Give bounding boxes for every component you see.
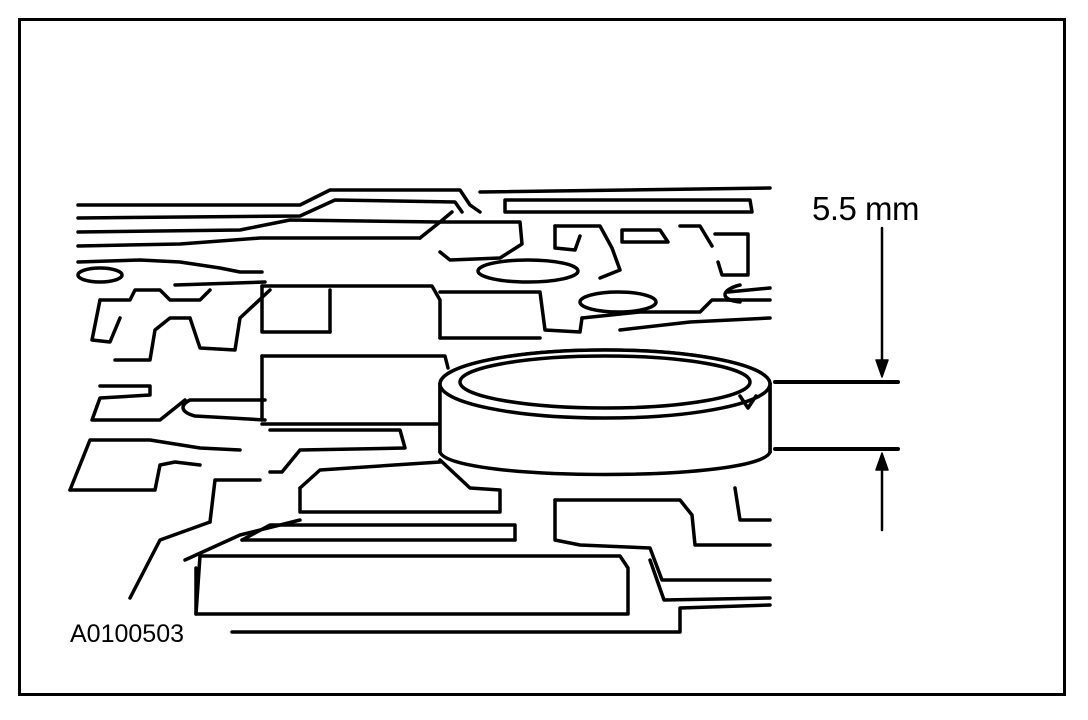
dimension-lines (773, 226, 900, 532)
lower-right-passages (553, 486, 772, 602)
middle-pockets (181, 284, 772, 634)
arrow-down-icon (875, 359, 889, 378)
figure-id-label: A0100503 (70, 620, 185, 648)
upper-passages (76, 220, 772, 314)
top-channel-bands (76, 186, 772, 248)
dimension-label: 5.5 mm (812, 190, 920, 227)
ring-component (438, 348, 772, 477)
arrow-up-icon (875, 452, 889, 471)
left-side-ribs (68, 258, 302, 600)
